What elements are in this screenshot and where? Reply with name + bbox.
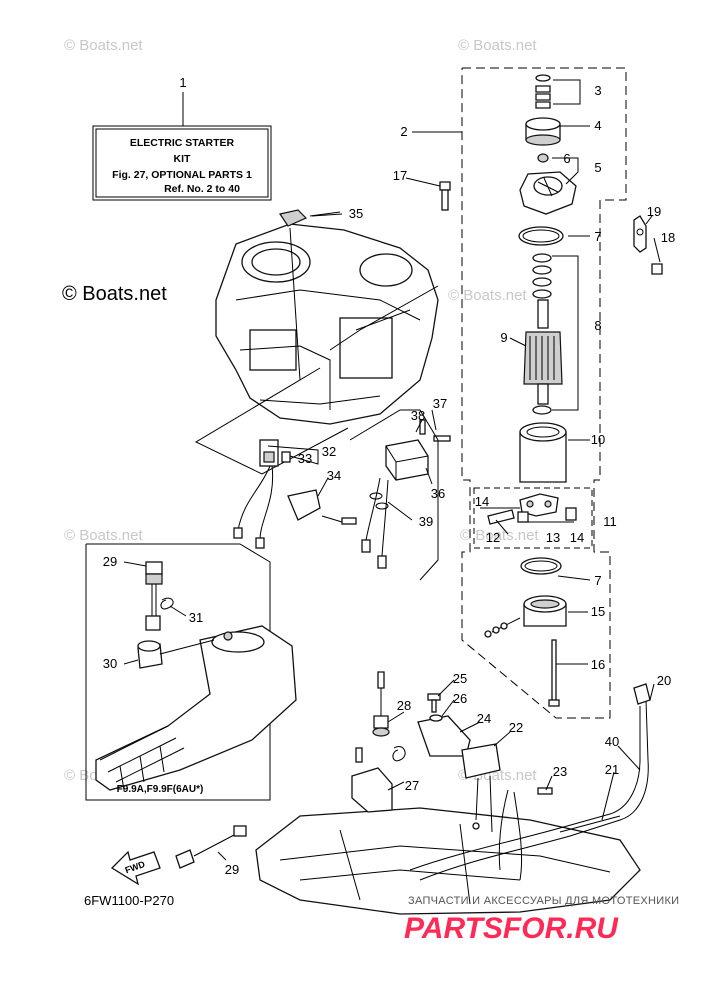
starter-motor-parts [439, 74, 663, 707]
watermark: © Boats.net [64, 527, 143, 544]
callout-36: 36 [431, 486, 445, 501]
callout-38: 38 [411, 408, 425, 423]
callouts: 1 2 3 4 5 6 7 8 9 10 11 12 13 14 14 15 1… [103, 75, 675, 877]
inset-panel: F9.9A,F9.9F(6AU*) [85, 543, 297, 801]
callout-29: 29 [103, 554, 117, 569]
forward-arrow [110, 850, 161, 886]
callout-2: 2 [400, 124, 407, 139]
callout-27: 27 [405, 778, 419, 793]
callout-14: 14 [475, 494, 489, 509]
callout-32: 32 [322, 444, 336, 459]
variant-label: F9.9A,F9.9F(6AU*) [117, 784, 204, 795]
callout-13: 13 [546, 530, 560, 545]
kit-title: ELECTRIC STARTER [130, 137, 235, 149]
callout-17: 17 [393, 168, 407, 183]
callout-34: 34 [327, 468, 341, 483]
callout-20: 20 [657, 673, 671, 688]
engine-block [194, 223, 439, 475]
watermark: © Boats.net [460, 527, 539, 544]
watermark: © Boats.net [458, 37, 537, 54]
callout-8: 8 [594, 318, 601, 333]
callout-28: 28 [397, 698, 411, 713]
callout-1: 1 [179, 75, 186, 90]
callout-7: 7 [594, 229, 601, 244]
copyright-mark: © Boats.net [62, 283, 167, 305]
callout-33: 33 [298, 451, 312, 466]
callout-24: 24 [477, 711, 491, 726]
callout-11: 11 [603, 514, 617, 529]
callout-40: 40 [605, 734, 619, 749]
callout-15: 15 [591, 604, 605, 619]
callout-39: 39 [419, 514, 433, 529]
callout-23: 23 [553, 764, 567, 779]
callout-26: 26 [453, 691, 467, 706]
brand-tagline: ЗАПЧАСТИ И АКСЕССУАРЫ ДЛЯ МОТОТЕХНИКИ [408, 895, 679, 907]
callout-19: 19 [647, 204, 661, 219]
kit-ref-range: Ref. No. 2 to 40 [164, 183, 240, 195]
callout-14b: 14 [570, 530, 584, 545]
callout-30: 30 [103, 656, 117, 671]
drawing-code: 6FW1100-P270 [84, 893, 174, 908]
watermark: © Boats.net [64, 37, 143, 54]
callout-9: 9 [500, 330, 507, 345]
brand-name: PARTSFOR.RU [404, 912, 619, 945]
callout-10: 10 [591, 432, 605, 447]
callout-31: 31 [189, 610, 203, 625]
kit-subtitle: KIT [174, 153, 192, 165]
lower-parts [110, 671, 651, 915]
callout-21: 21 [605, 762, 619, 777]
callout-37: 37 [433, 396, 447, 411]
callout-5: 5 [594, 160, 601, 175]
callout-4: 4 [594, 118, 601, 133]
callout-16: 16 [591, 657, 605, 672]
callout-29b: 29 [225, 862, 239, 877]
callout-12: 12 [486, 530, 500, 545]
watermark: © Boats.net [448, 287, 527, 304]
callout-22: 22 [509, 720, 523, 735]
leader-lines [123, 79, 661, 861]
kit-figure-ref: Fig. 27, OPTIONAL PARTS 1 [112, 169, 252, 181]
callout-7b: 7 [594, 573, 601, 588]
starter-assembly-boundary [461, 67, 627, 719]
kit-box: ELECTRIC STARTER KIT Fig. 27, OPTIONAL P… [92, 92, 272, 201]
callout-18: 18 [661, 230, 675, 245]
callout-3: 3 [594, 83, 601, 98]
callout-6: 6 [563, 151, 570, 166]
callout-25: 25 [453, 671, 467, 686]
callout-35: 35 [349, 206, 363, 221]
